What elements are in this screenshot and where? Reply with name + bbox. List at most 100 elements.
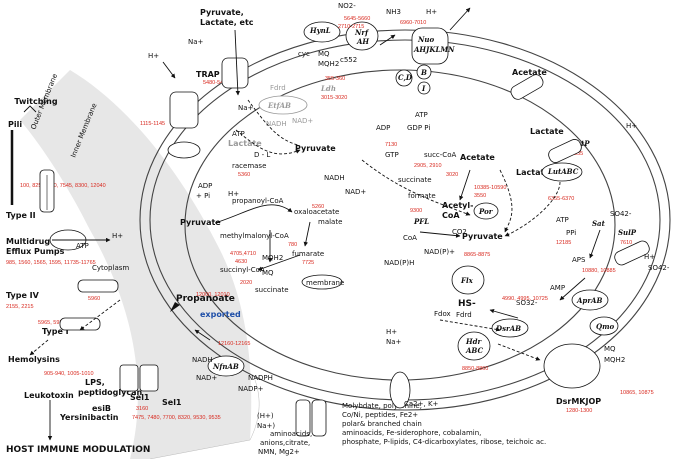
propanoate-label: Propanoate bbox=[176, 294, 235, 304]
pyruvate-lactate-label: Pyruvate, bbox=[200, 8, 244, 17]
so4-in-label: SO42- bbox=[610, 210, 632, 218]
methylmalonyl-label: methylmalonyl-CoA bbox=[220, 232, 289, 240]
nrf-label: Nrf bbox=[354, 28, 370, 37]
malate-label: malate bbox=[318, 218, 342, 226]
h-na-bottom-label: (H+) bbox=[257, 412, 274, 420]
nadh-grey-label: NADH bbox=[266, 120, 287, 128]
acetate-out-label: Acetate bbox=[512, 68, 547, 77]
malate-genes: 780 bbox=[288, 242, 297, 248]
dsrab-label: DsrAB bbox=[495, 324, 521, 333]
flx-label: Flx bbox=[460, 276, 474, 285]
por-icon bbox=[473, 202, 499, 220]
leukotoxin-label: Leukotoxin bbox=[24, 391, 74, 400]
svg-text:ABC: ABC bbox=[465, 346, 483, 355]
na-bottom-label: Na+) bbox=[257, 422, 275, 430]
svg-text:CoA: CoA bbox=[442, 211, 460, 220]
pyruvate-3-label: Pyruvate bbox=[462, 232, 503, 241]
por-genes: 10385-10590 bbox=[474, 185, 506, 191]
nfnab-label: NfnAB bbox=[212, 362, 239, 371]
nmn-label: NMN, Mg2+ bbox=[258, 448, 300, 456]
oxaloacetate-label: oxaloacetate bbox=[294, 208, 339, 216]
nfnab-icon bbox=[207, 355, 245, 377]
esib-label: esiB bbox=[92, 404, 111, 413]
lutabc-icon bbox=[541, 162, 583, 182]
acetyl-genes: 3020 bbox=[446, 172, 458, 178]
hdr-icon bbox=[457, 331, 491, 361]
atp-cyto-genes: 5960 bbox=[88, 296, 100, 302]
no2-label: NO2- bbox=[338, 2, 356, 10]
acetyl-coa-label: Acetyl- bbox=[442, 201, 473, 210]
na-in-label: Na+ bbox=[238, 104, 254, 112]
dsrab-genes: 4990, 4995, 10725 bbox=[502, 296, 548, 302]
multidrug-genes: 985, 1560, 1565, 1595, 11735-11765 bbox=[6, 260, 96, 266]
c552-label: c552 bbox=[340, 56, 357, 64]
yersiniabactin-genes: 7475, 7480, 7700, 8320, 9530, 9535 bbox=[132, 415, 221, 421]
nad-3-label: NAD+ bbox=[196, 374, 217, 382]
racemase-label: racemase bbox=[232, 162, 266, 170]
nfn-genes: 12160-12165 bbox=[218, 341, 250, 347]
atp-2-label: ATP bbox=[415, 111, 428, 119]
polar-label: polar& branched chain bbox=[342, 420, 422, 428]
atp-cyto-label: ATP bbox=[76, 242, 89, 250]
hyn-genes: 5645-5660 bbox=[344, 16, 370, 22]
svg-text:3550: 3550 bbox=[474, 193, 486, 199]
sulp-transporter-icon bbox=[614, 240, 650, 266]
abc-transporter-icon-b bbox=[311, 399, 327, 437]
aprab-label: AprAB bbox=[576, 296, 602, 305]
succinate-1-label: succinate bbox=[255, 286, 289, 294]
aps-label: APS bbox=[572, 256, 586, 264]
type-iv-transporter-icon bbox=[77, 279, 119, 293]
fdrd-2-label: Fdrd bbox=[456, 311, 472, 319]
aminoacids-1-label: aminoacids, bbox=[270, 430, 312, 438]
h-plus-lut-label: H+ bbox=[626, 122, 637, 130]
h-plus-top-label: H+ bbox=[148, 52, 159, 60]
h-ca-label: H+ bbox=[386, 328, 397, 336]
co2-label: CO2 bbox=[452, 228, 467, 236]
racemase-genes: 5360 bbox=[238, 172, 250, 178]
lutp-genes: 6355 bbox=[571, 151, 583, 157]
lactate-in-label: Lactate bbox=[516, 168, 550, 177]
acetate-1-label: Acetate bbox=[460, 153, 495, 162]
cation-channel-icon bbox=[389, 371, 411, 409]
nrf-icon bbox=[345, 21, 379, 51]
peptidoglycan-label: peptidoglycan bbox=[78, 388, 142, 397]
flx-genes: 8865-8875 bbox=[464, 252, 490, 258]
pfl-label: PFL bbox=[413, 217, 429, 226]
etfab-icon bbox=[258, 95, 308, 115]
oxalo-genes: 5260 bbox=[312, 204, 324, 210]
svg-text:AHJKLMN: AHJKLMN bbox=[413, 45, 455, 54]
pili-genes: 100, 825, 1240, 7545, 8300, 12040 bbox=[20, 183, 106, 189]
ldh-genes: 3015-3020 bbox=[321, 95, 347, 101]
so3-label: SO32- bbox=[516, 299, 538, 307]
na-ca-label: Na+ bbox=[386, 338, 402, 346]
nadp-label: NADP+ bbox=[238, 385, 264, 393]
gdp-pi-label: GDP Pi bbox=[407, 124, 430, 132]
cytoplasm-label: Cytoplasm bbox=[92, 264, 129, 272]
abc-transporter-icon-a bbox=[295, 399, 311, 437]
host-immune-modulation: HOST IMMUNE MODULATION bbox=[6, 445, 150, 455]
nuo-genes: 6960-7010 bbox=[400, 20, 426, 26]
hyn-label: HynL bbox=[309, 26, 331, 35]
ppi-label: PPi bbox=[566, 229, 576, 237]
mqh2-1-label: MQH2 bbox=[262, 254, 283, 262]
twitching-label: Twitching bbox=[14, 97, 57, 106]
cell-envelope-band bbox=[20, 70, 252, 459]
type-iv-genes: 2155, 2215 bbox=[6, 304, 34, 310]
adp-label: ADP bbox=[198, 182, 212, 190]
qmo-icon bbox=[589, 316, 619, 336]
n12000-genes: 12000, 12010 bbox=[196, 292, 230, 298]
cytoplasm-boundary bbox=[184, 69, 616, 381]
mqh2-3-label: MQH2 bbox=[604, 356, 625, 364]
sat-genes: 12185 bbox=[556, 240, 571, 246]
sell1-label-b: Sel1 bbox=[162, 398, 182, 407]
sat-label: Sat bbox=[592, 219, 606, 228]
pfl-genes: 9300 bbox=[410, 208, 422, 214]
gdp-genes: 7130 bbox=[385, 142, 397, 148]
anions-label: anions,citrate, bbox=[260, 439, 310, 447]
sell1-label-a: Sel1 bbox=[130, 393, 150, 402]
nrf-genes: 2710-2715 bbox=[338, 24, 364, 30]
gtp-label: GTP bbox=[385, 151, 399, 159]
type-i-genes: 5965, 5975 bbox=[38, 320, 66, 326]
sulp-genes: 7610 bbox=[620, 240, 632, 246]
